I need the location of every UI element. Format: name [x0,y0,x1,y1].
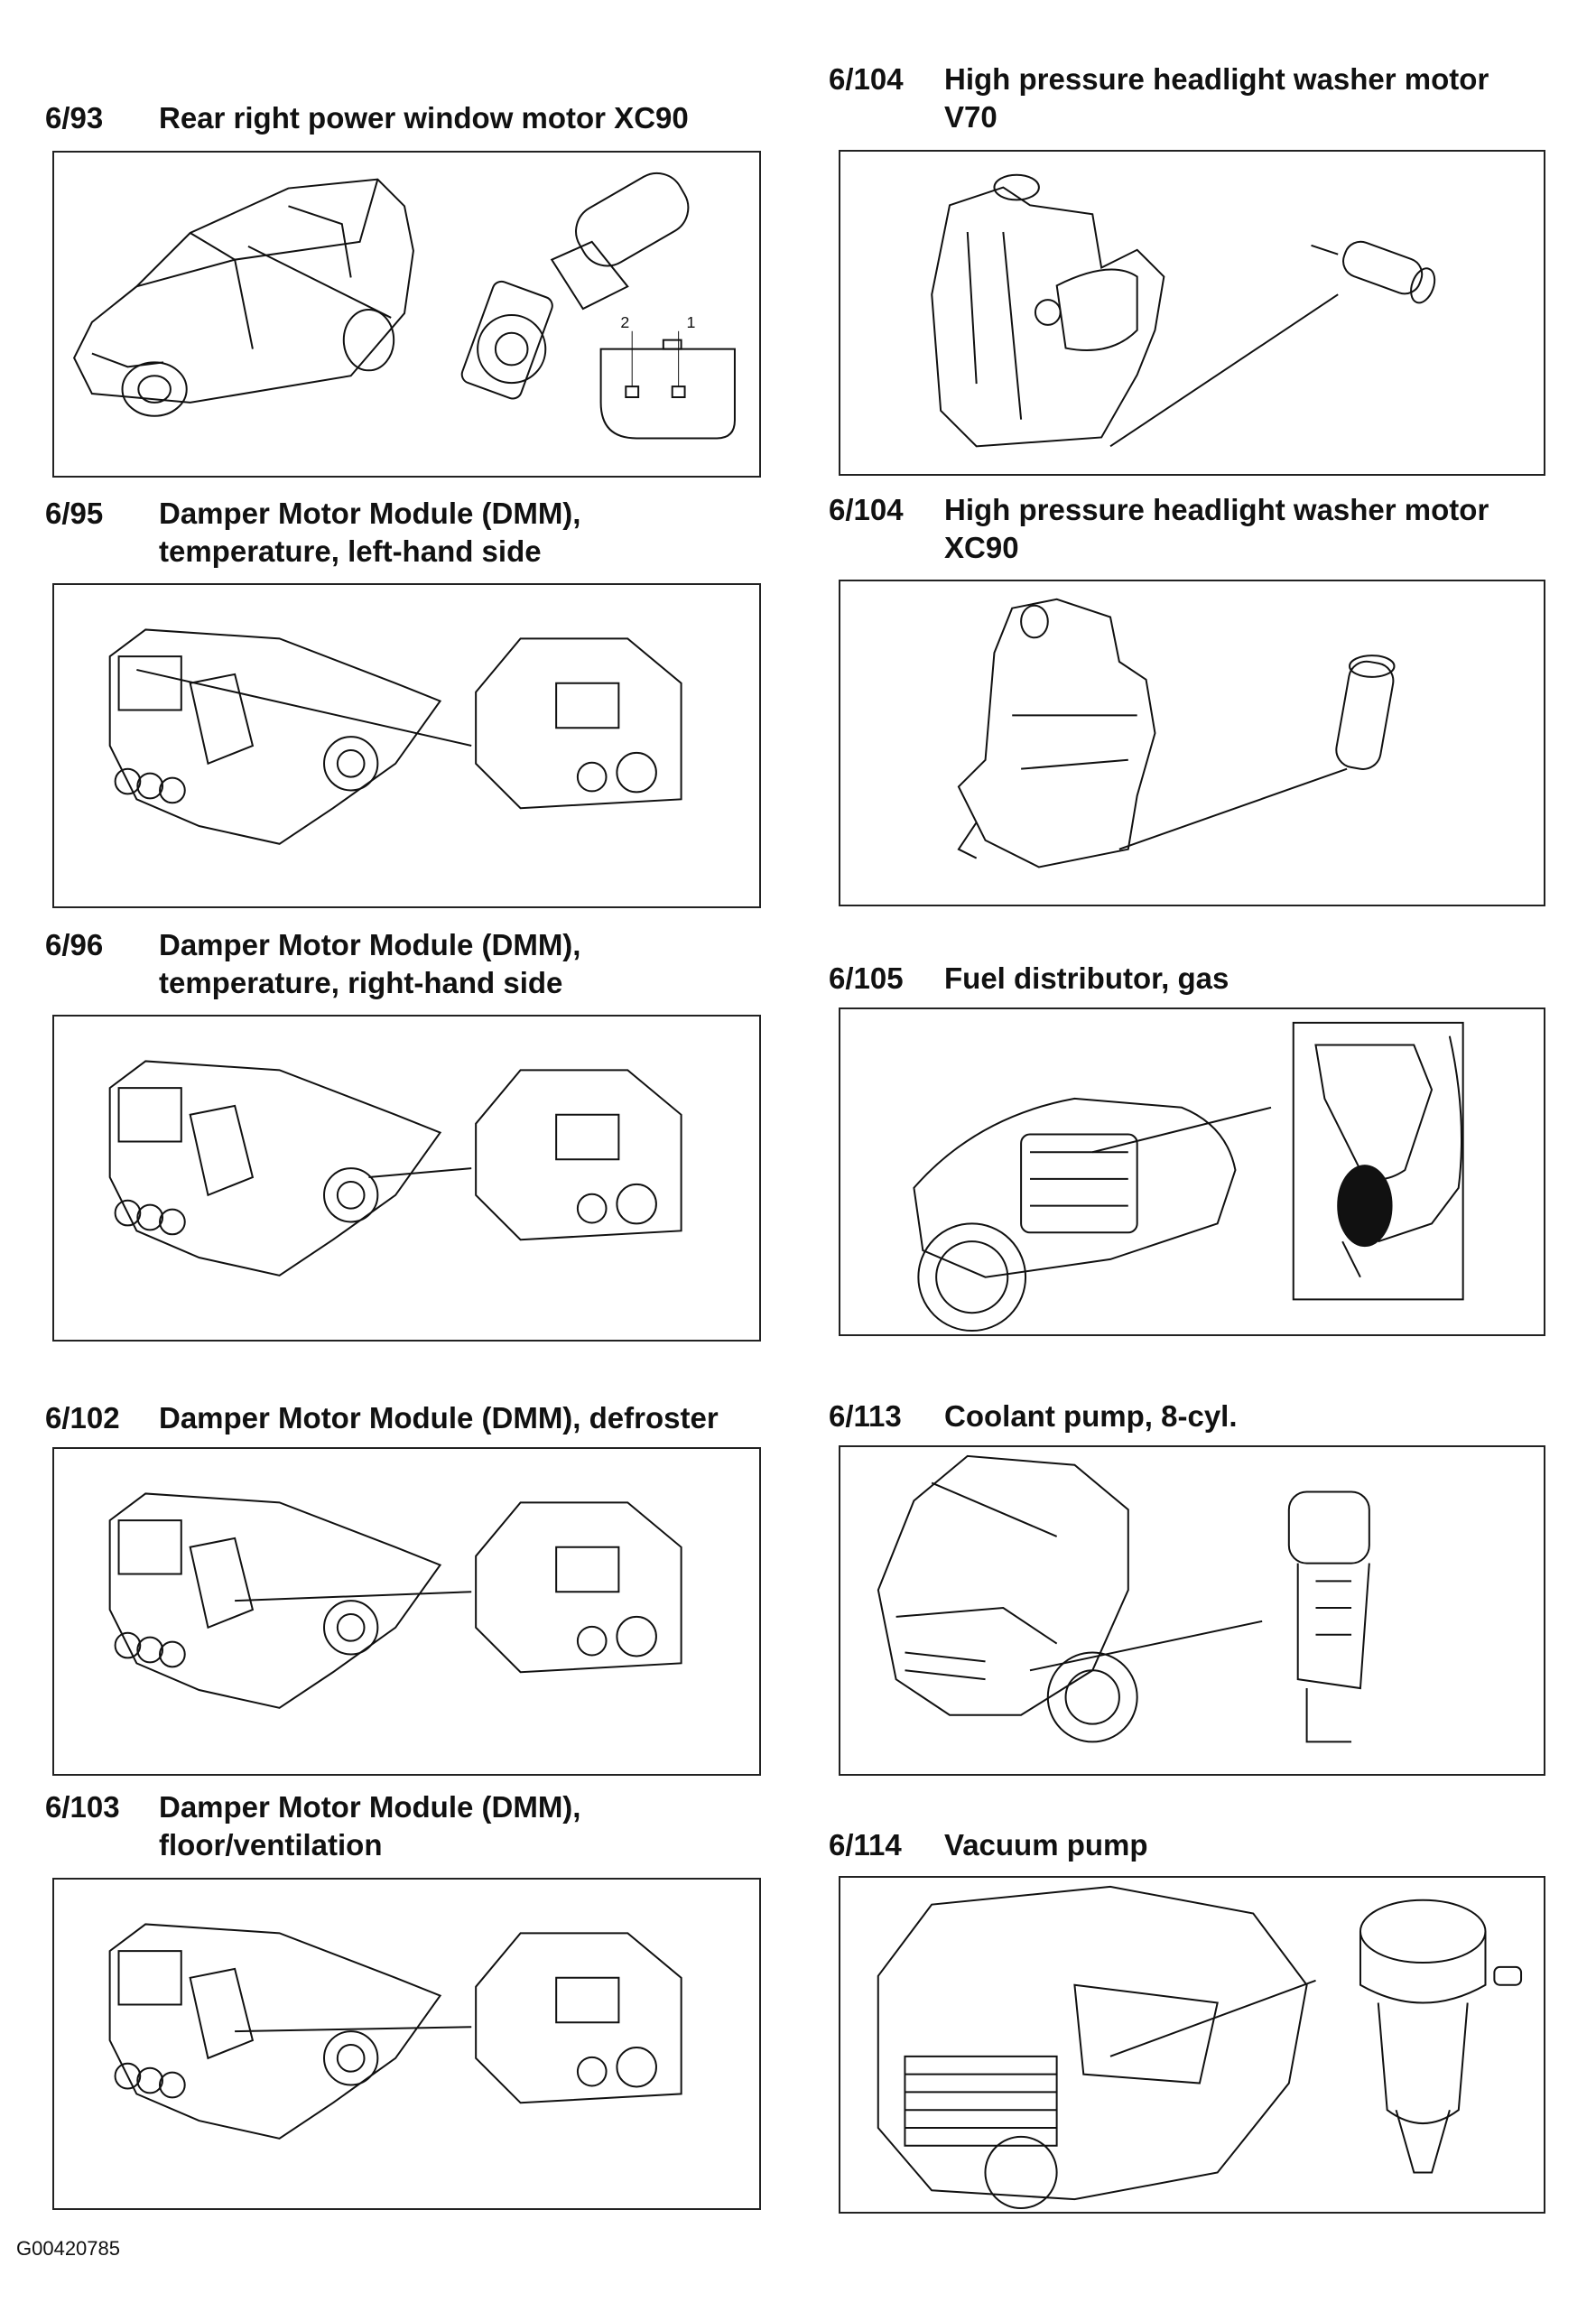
caption-number: 6/104 [829,62,904,96]
figure-vacuum-pump [839,1876,1545,2214]
caption-title-line2: temperature, left-hand side [159,534,542,568]
pin-label-1: 1 [687,313,696,331]
figure-code: G00420785 [16,2237,120,2260]
caption-title-line1: Damper Motor Module (DMM), [159,928,581,961]
caption-title-line1: Damper Motor Module (DMM), [159,497,581,530]
caption-title-line2: temperature, right-hand side [159,966,563,999]
caption-title-line2: floor/ventilation [159,1828,383,1862]
figure-dmm-temp-right [52,1015,761,1342]
figure-rear-window-motor: 2 1 [52,151,761,478]
caption-6-96: 6/96 Damper Motor Module (DMM), temperat… [45,926,767,1002]
figure-coolant-pump [839,1445,1545,1776]
caption-number: 6/93 [45,101,104,135]
figure-fuel-distributor [839,1007,1545,1336]
caption-6-104-v70: 6/104 High pressure headlight washer mot… [829,60,1578,136]
caption-title-line2: V70 [944,100,998,134]
pin-label-2: 2 [620,313,629,331]
caption-number: 6/114 [829,1828,902,1862]
caption-number: 6/95 [45,497,104,530]
caption-title-line1: High pressure headlight washer motor [944,493,1489,526]
caption-title-line2: XC90 [944,531,1019,564]
caption-title-line1: Damper Motor Module (DMM), [159,1790,581,1824]
caption-6-103: 6/103 Damper Motor Module (DMM), floor/v… [45,1788,767,1864]
figure-washer-motor-xc90 [839,580,1545,906]
figure-washer-motor-v70 [839,150,1545,476]
caption-title: Coolant pump, 8-cyl. [944,1399,1238,1433]
caption-title: Fuel distributor, gas [944,961,1229,995]
caption-number: 6/105 [829,961,904,995]
caption-6-104-xc90: 6/104 High pressure headlight washer mot… [829,491,1578,567]
caption-title: Rear right power window motor XC90 [159,101,689,135]
caption-number: 6/103 [45,1790,120,1824]
caption-number: 6/102 [45,1401,120,1435]
figure-dmm-temp-left [52,583,761,908]
caption-number: 6/96 [45,928,104,961]
caption-6-95: 6/95 Damper Motor Module (DMM), temperat… [45,495,767,571]
caption-number: 6/104 [829,493,904,526]
caption-title-line1: High pressure headlight washer motor [944,62,1489,96]
figure-dmm-defroster [52,1447,761,1776]
figure-dmm-floor-ventilation [52,1878,761,2210]
caption-title: Damper Motor Module (DMM), defroster [159,1401,719,1435]
caption-number: 6/113 [829,1399,902,1433]
caption-title: Vacuum pump [944,1828,1148,1862]
